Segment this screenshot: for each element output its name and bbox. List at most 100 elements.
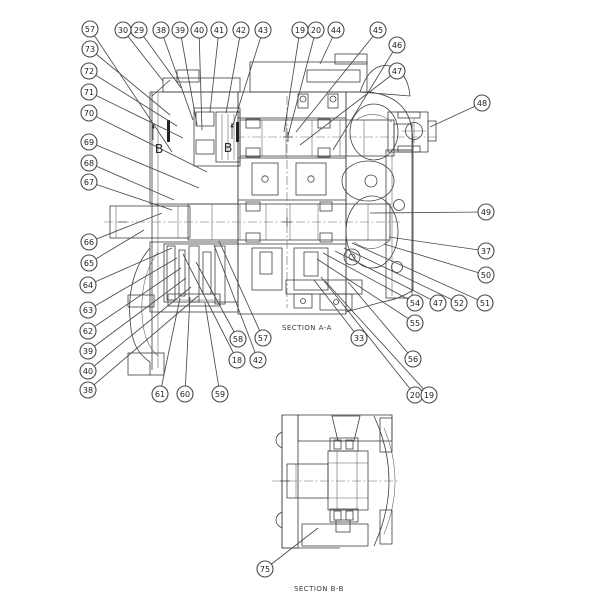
balloon-number-65: 65 bbox=[84, 259, 94, 268]
callout-balloon-46-13: 46 bbox=[388, 36, 406, 54]
callout-balloon-56-47: 56 bbox=[404, 350, 422, 368]
balloon-circle-69 bbox=[80, 133, 98, 151]
balloon-number-66: 66 bbox=[84, 238, 94, 247]
callout-balloon-41-6: 41 bbox=[210, 21, 228, 39]
balloon-circle-63 bbox=[79, 301, 97, 319]
leader-line-71-18 bbox=[88, 91, 184, 139]
balloon-number-49: 49 bbox=[481, 208, 491, 217]
section-a-view bbox=[104, 53, 438, 376]
balloon-circle-60 bbox=[176, 385, 194, 403]
balloon-circle-47 bbox=[388, 62, 406, 80]
leader-line-47-14 bbox=[299, 70, 398, 146]
balloon-number-67: 67 bbox=[84, 178, 94, 187]
balloon-number-69: 69 bbox=[84, 138, 94, 147]
leader-line-57-35 bbox=[218, 240, 264, 339]
balloon-circle-61 bbox=[151, 385, 169, 403]
balloon-circle-57 bbox=[81, 20, 99, 38]
callout-balloon-68-21: 68 bbox=[80, 154, 98, 172]
callout-balloon-58-34: 58 bbox=[229, 330, 247, 348]
balloon-circle-33 bbox=[350, 329, 368, 347]
leader-line-46-13 bbox=[332, 44, 398, 151]
balloon-number-37: 37 bbox=[481, 247, 491, 256]
section-marker-b-right: B bbox=[224, 140, 233, 155]
balloon-number-42: 42 bbox=[236, 26, 246, 35]
balloon-circle-38 bbox=[79, 381, 97, 399]
callout-balloon-69-20: 69 bbox=[80, 133, 98, 151]
callout-balloon-64-25: 64 bbox=[79, 276, 97, 294]
balloon-number-44: 44 bbox=[331, 26, 341, 35]
balloon-number-60: 60 bbox=[180, 390, 190, 399]
balloon-circle-39 bbox=[79, 342, 97, 360]
balloon-circle-44 bbox=[327, 21, 345, 39]
leader-line-33-46 bbox=[313, 279, 360, 339]
balloon-circle-20 bbox=[307, 21, 325, 39]
balloon-number-57: 57 bbox=[85, 25, 95, 34]
balloon-number-19: 19 bbox=[424, 391, 434, 400]
balloon-circle-42 bbox=[249, 351, 267, 369]
callout-balloon-40-29: 40 bbox=[79, 362, 97, 380]
callout-balloon-38-3: 38 bbox=[152, 21, 170, 39]
balloon-circle-70 bbox=[80, 104, 98, 122]
callout-balloon-45-12: 45 bbox=[369, 21, 387, 39]
callout-balloon-20-10: 20 bbox=[307, 21, 325, 39]
callout-balloon-39-28: 39 bbox=[79, 342, 97, 360]
leader-line-62-27 bbox=[87, 267, 182, 332]
callout-balloon-44-11: 44 bbox=[327, 21, 345, 39]
leader-line-37-39 bbox=[388, 236, 487, 252]
balloon-circle-66 bbox=[80, 233, 98, 251]
bb-bottom-block bbox=[301, 523, 369, 547]
section-cut-bar-right bbox=[236, 122, 239, 142]
balloon-number-39: 39 bbox=[175, 26, 185, 35]
callout-balloon-19-49: 19 bbox=[420, 386, 438, 404]
leader-line-60-32 bbox=[184, 296, 191, 395]
balloon-number-20: 20 bbox=[311, 26, 321, 35]
balloon-number-54: 54 bbox=[410, 299, 420, 308]
callout-balloon-20-48: 20 bbox=[406, 386, 424, 404]
balloon-circle-64 bbox=[79, 276, 97, 294]
callout-balloon-60-32: 60 bbox=[176, 385, 194, 403]
leader-line-19-9 bbox=[283, 29, 301, 133]
balloon-number-20: 20 bbox=[410, 391, 420, 400]
balloon-circle-65 bbox=[80, 254, 98, 272]
callout-balloon-72-17: 72 bbox=[80, 62, 98, 80]
balloon-number-61: 61 bbox=[155, 390, 165, 399]
balloon-circle-51 bbox=[476, 294, 494, 312]
callout-balloon-75-50: 75 bbox=[256, 560, 274, 578]
bb-hub bbox=[327, 450, 369, 511]
leader-line-51-41 bbox=[351, 242, 486, 304]
leader-line-65-24 bbox=[88, 229, 145, 264]
section-marker-b-left: B bbox=[155, 141, 164, 156]
leader-line-45-12 bbox=[295, 29, 379, 133]
leader-line-47-43 bbox=[334, 250, 439, 304]
leader-line-38-3 bbox=[160, 29, 194, 121]
bb-left-wall bbox=[281, 414, 299, 549]
leader-line-20-10 bbox=[287, 29, 317, 137]
callout-balloon-71-18: 71 bbox=[80, 83, 98, 101]
leader-line-55-45 bbox=[316, 258, 416, 324]
end-plate bbox=[385, 149, 413, 299]
balloon-circle-54 bbox=[406, 294, 424, 312]
leader-line-63-26 bbox=[87, 257, 178, 311]
leader-line-69-20 bbox=[88, 141, 200, 189]
leader-line-70-19 bbox=[88, 112, 208, 173]
balloon-number-48: 48 bbox=[477, 99, 487, 108]
leader-line-59-33 bbox=[204, 302, 221, 395]
leader-line-48-15 bbox=[429, 102, 483, 128]
leader-line-19-49 bbox=[324, 280, 430, 396]
leader-line-57-0 bbox=[89, 28, 173, 153]
balloon-number-73: 73 bbox=[85, 45, 95, 54]
balloon-number-50: 50 bbox=[481, 271, 491, 280]
callout-balloon-37-39: 37 bbox=[477, 242, 495, 260]
section-a-label: SECTION A-A bbox=[282, 324, 332, 332]
callout-balloon-33-46: 33 bbox=[350, 329, 368, 347]
balloon-number-56: 56 bbox=[408, 355, 418, 364]
balloon-number-38: 38 bbox=[156, 26, 166, 35]
balloon-circle-55 bbox=[406, 314, 424, 332]
balloon-number-40: 40 bbox=[83, 367, 93, 376]
balloon-circle-50 bbox=[477, 266, 495, 284]
upper-shaft bbox=[239, 119, 395, 157]
bottom-flange bbox=[285, 279, 363, 295]
leader-line-41-6 bbox=[209, 29, 220, 113]
